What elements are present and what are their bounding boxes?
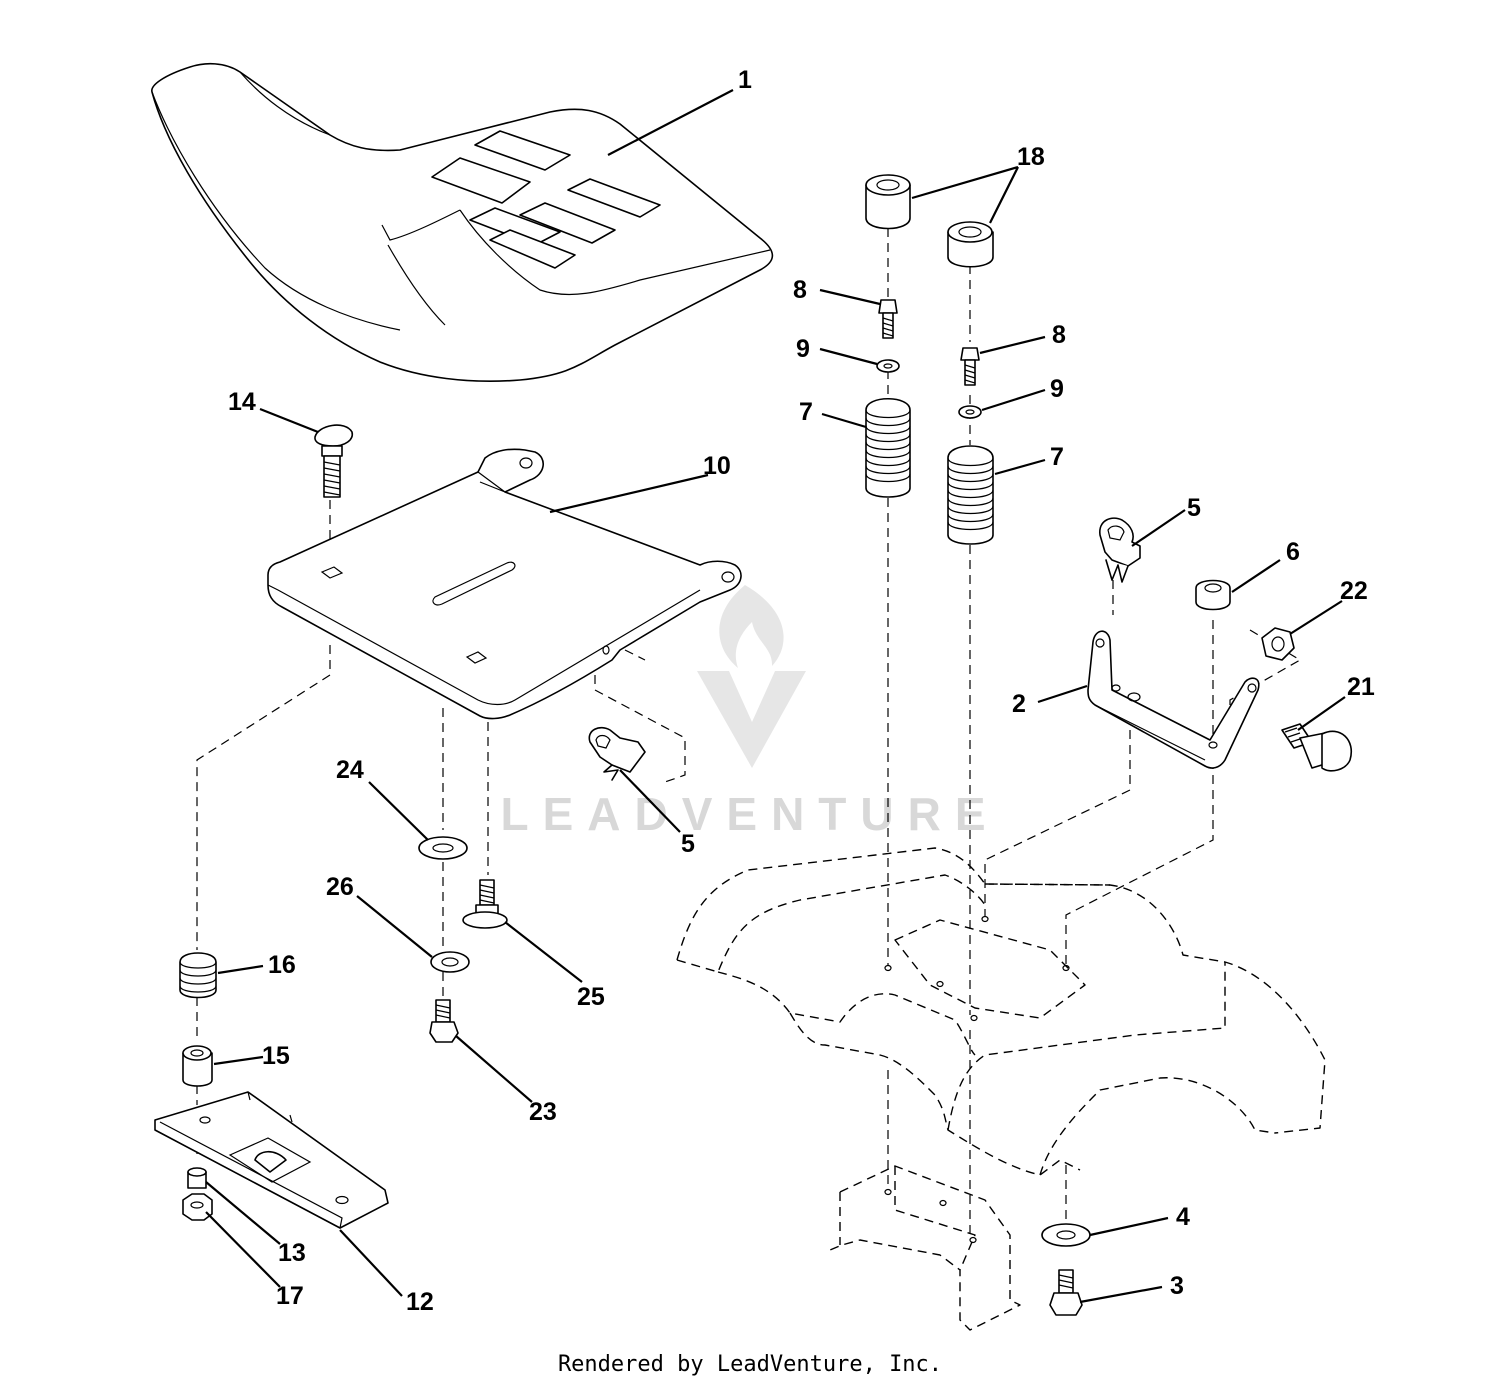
leadventure-logo-icon — [697, 585, 806, 768]
callout-7-right: 7 — [1050, 443, 1064, 471]
assembly-lines — [196, 228, 1302, 1236]
pivot-nuts — [182, 1167, 213, 1221]
pan-washers — [418, 836, 470, 973]
callout-26: 26 — [326, 873, 354, 901]
watermark: LEADVENTURE — [500, 585, 999, 840]
callout-5-lower: 5 — [681, 830, 695, 858]
rubber-bumpers — [865, 174, 994, 268]
tractor-frame — [676, 847, 1326, 1331]
callout-16: 16 — [268, 951, 296, 979]
seat-springs — [865, 398, 994, 545]
shoulder-bolt — [1281, 723, 1353, 772]
callout-21: 21 — [1347, 673, 1375, 701]
callout-4: 4 — [1176, 1203, 1190, 1231]
callout-7-left: 7 — [799, 398, 813, 426]
callout-3: 3 — [1170, 1272, 1184, 1300]
callout-10: 10 — [703, 452, 731, 480]
callout-23: 23 — [529, 1098, 557, 1126]
switch-bracket — [1087, 630, 1260, 769]
callout-2: 2 — [1012, 690, 1026, 718]
pivot-spring — [179, 952, 217, 999]
hex-nuts — [1195, 579, 1295, 661]
callout-9-right: 9 — [1050, 375, 1064, 403]
footer-credit: Rendered by LeadVenture, Inc. — [557, 1352, 943, 1377]
callout-24: 24 — [336, 756, 364, 784]
carriage-bolt — [314, 424, 354, 498]
hex-bolt — [429, 999, 459, 1043]
callout-9-left: 9 — [796, 335, 810, 363]
callout-13: 13 — [278, 1239, 306, 1267]
callout-18: 18 — [1017, 143, 1045, 171]
pivot-plate — [154, 1091, 389, 1229]
spring-bolts — [878, 299, 980, 386]
frame-fasteners — [1041, 1223, 1091, 1316]
callout-14: 14 — [228, 388, 256, 416]
callout-17: 17 — [276, 1282, 304, 1310]
seat — [151, 62, 774, 382]
callout-12: 12 — [406, 1288, 434, 1316]
leader-lines — [205, 89, 1346, 1304]
callout-25: 25 — [577, 983, 605, 1011]
shoulder-screw — [462, 879, 508, 929]
callout-6: 6 — [1286, 538, 1300, 566]
seat-pan — [267, 448, 742, 720]
callout-1: 1 — [738, 66, 752, 94]
callout-15: 15 — [262, 1042, 290, 1070]
spring-washers — [876, 359, 982, 419]
callout-8-left: 8 — [793, 276, 807, 304]
callout-5-upper: 5 — [1187, 494, 1201, 522]
pivot-spacer — [182, 1045, 213, 1087]
watermark-text: LEADVENTURE — [500, 788, 999, 840]
seat-switch-clips — [588, 517, 1141, 781]
callout-labels: 1 10 14 18 8 8 9 9 7 7 5 6 22 2 21 5 24 … — [228, 66, 1375, 1316]
callout-8-right: 8 — [1052, 321, 1066, 349]
callout-22: 22 — [1340, 577, 1368, 605]
